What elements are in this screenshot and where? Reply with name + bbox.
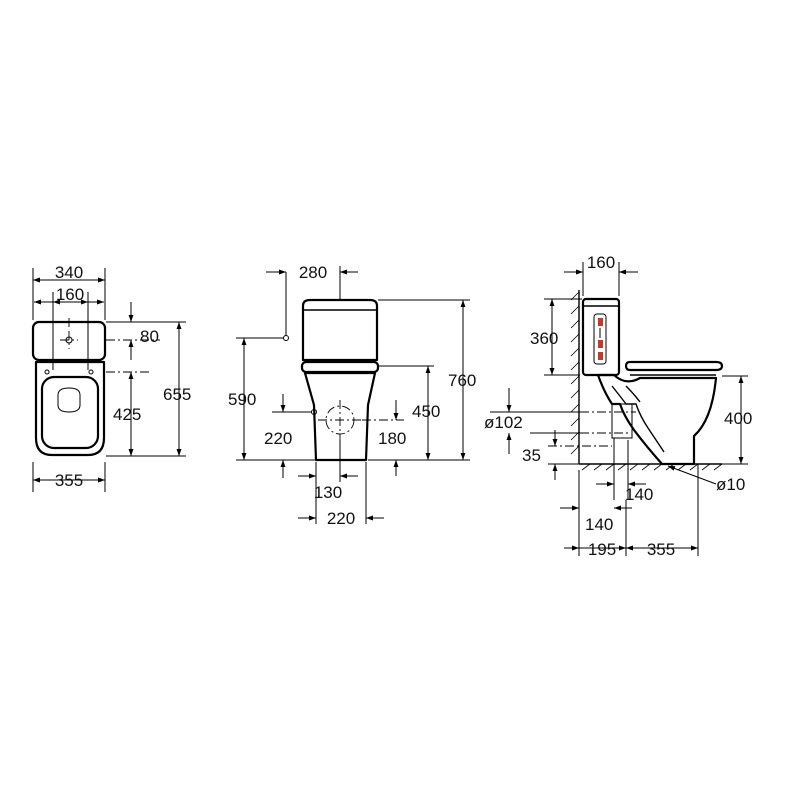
dim-10: ø10 bbox=[716, 475, 745, 494]
side-bowl-outline bbox=[303, 371, 377, 462]
section-seat bbox=[624, 360, 724, 372]
dim-400: 400 bbox=[724, 409, 752, 428]
flush-valve-icon bbox=[593, 313, 607, 365]
dim-195: 195 bbox=[588, 540, 616, 559]
dim-355-section: 355 bbox=[647, 540, 675, 559]
front-view: 340 160 80 425 655 355 bbox=[31, 263, 191, 492]
dim-340: 340 bbox=[55, 263, 83, 282]
dim-140-lower: 140 bbox=[585, 515, 613, 534]
section-view: 160 360 400 ø102 35 140 ø10 14 bbox=[484, 253, 752, 559]
dim-280: 280 bbox=[299, 263, 327, 282]
side-seat-outline bbox=[300, 360, 380, 374]
dim-35: 35 bbox=[522, 446, 541, 465]
front-bowl-outline bbox=[34, 360, 106, 457]
dim-655: 655 bbox=[163, 385, 191, 404]
dim-130: 130 bbox=[314, 483, 342, 502]
dim-80: 80 bbox=[140, 327, 159, 346]
dim-220-width: 220 bbox=[327, 509, 355, 528]
dim-360: 360 bbox=[530, 329, 558, 348]
front-seat-inner bbox=[40, 375, 100, 450]
dim-102: ø102 bbox=[484, 413, 523, 432]
dim-160-section: 160 bbox=[587, 253, 615, 272]
dim-140-upper: 140 bbox=[625, 485, 653, 504]
dim-220-height: 220 bbox=[264, 429, 292, 448]
dim-160-front: 160 bbox=[56, 285, 84, 304]
dim-590: 590 bbox=[228, 390, 256, 409]
front-tank-outline bbox=[31, 320, 107, 362]
side-tank-outline bbox=[301, 298, 379, 362]
dim-760: 760 bbox=[448, 371, 476, 390]
section-bowl bbox=[596, 373, 718, 466]
dim-180: 180 bbox=[378, 429, 406, 448]
dim-450: 450 bbox=[412, 402, 440, 421]
dim-425: 425 bbox=[113, 405, 141, 424]
dim-355-front: 355 bbox=[55, 471, 83, 490]
side-view: 280 760 450 180 590 220 130 bbox=[228, 263, 476, 528]
